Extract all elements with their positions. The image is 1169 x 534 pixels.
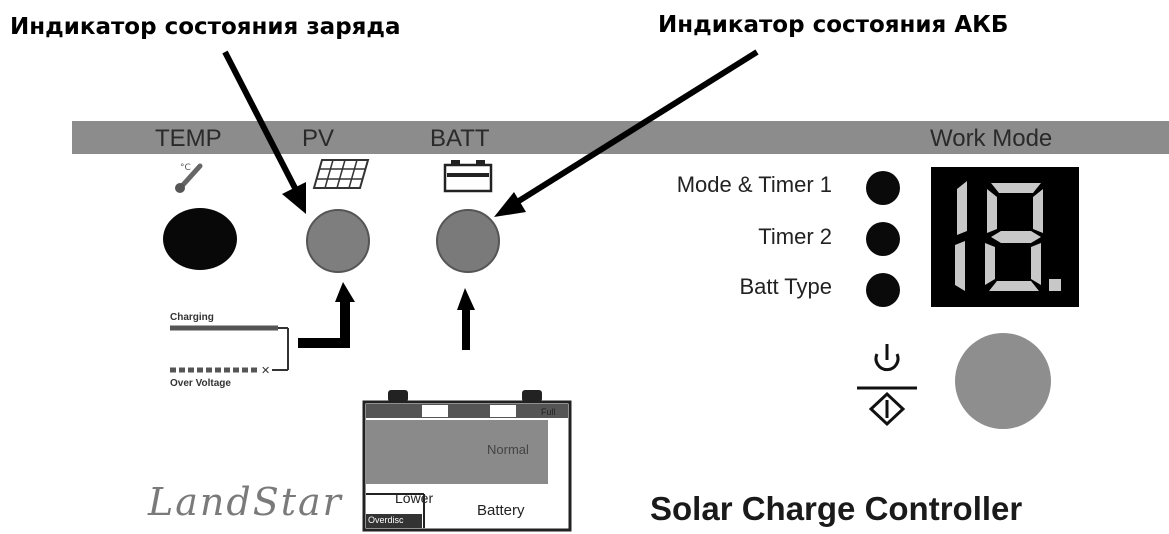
charging-legend-graphic: ✕	[170, 325, 289, 374]
indicator-arrows	[298, 282, 475, 350]
mode-timer1-led	[866, 171, 900, 205]
timer2-led	[866, 222, 900, 256]
batt-up-arrow	[457, 288, 475, 350]
battery-icon	[443, 160, 493, 193]
mode-timer1-label: Mode & Timer 1	[676, 172, 832, 197]
batt-label: BATT	[430, 125, 490, 152]
battery-lower-label: Lower	[395, 490, 434, 506]
pv-charge-indicator-led	[306, 209, 370, 273]
battery-full-label: Full	[541, 407, 556, 417]
batt-type-label: Batt Type	[739, 274, 832, 299]
battery-indicator-annotation: Индикатор состояния АКБ	[658, 12, 1009, 38]
solar-panel-icon	[312, 159, 370, 189]
battery-overdischarge-label: Overdisc	[368, 515, 404, 525]
brand-logo: LandStar	[148, 480, 343, 524]
battery-normal-label: Normal	[487, 442, 529, 457]
power-icon	[857, 344, 917, 427]
over-voltage-legend-label: Over Voltage	[170, 378, 231, 389]
pv-up-arrow	[298, 282, 355, 348]
product-title: Solar Charge Controller	[650, 490, 1023, 527]
pv-label: PV	[302, 125, 335, 152]
seven-segment-display	[931, 167, 1079, 307]
temp-indicator-led	[163, 208, 237, 270]
work-mode-label: Work Mode	[930, 125, 1053, 152]
timer2-label: Timer 2	[758, 224, 832, 249]
temp-label: TEMP	[155, 125, 222, 152]
battery-annotation-arrowhead	[494, 192, 526, 217]
display-digits	[955, 181, 1061, 291]
svg-text:✕: ✕	[261, 364, 270, 374]
svg-text:°C: °C	[180, 163, 191, 173]
batt-type-led	[866, 273, 900, 307]
thermometer-icon: °C	[175, 163, 203, 193]
charge-annotation-arrowhead	[282, 182, 306, 214]
charge-indicator-annotation: Индикатор состояния заряда	[10, 14, 401, 40]
power-button[interactable]	[955, 333, 1051, 429]
battery-level-diagram	[362, 390, 572, 532]
battery-status-indicator-led	[436, 209, 500, 273]
battery-label: Battery	[477, 502, 525, 519]
charging-legend-label: Charging	[170, 312, 214, 323]
